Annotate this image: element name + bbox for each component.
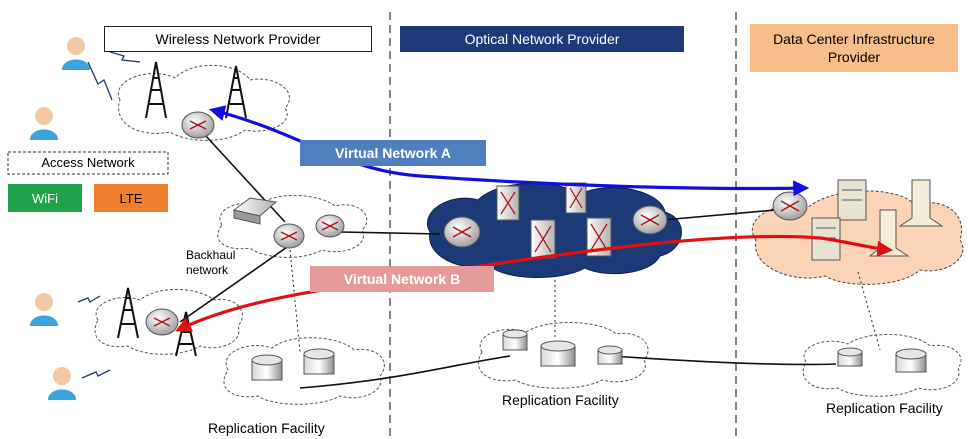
datacenter-provider-header: Data Center Infrastructure Provider <box>750 24 958 72</box>
datacenter-provider-header-line2: Provider <box>827 49 881 65</box>
router-arrows <box>153 120 800 327</box>
datacenter-provider-header-line1: Data Center Infrastructure <box>773 31 935 47</box>
access-network-title: Access Network <box>41 155 135 170</box>
replication-facility-label-right: Replication Facility <box>826 400 943 416</box>
virtual-network-b-path <box>175 234 894 332</box>
cell-tower-icon <box>117 61 247 357</box>
optical-provider-header: Optical Network Provider <box>400 26 684 52</box>
backhaul-network-label: Backhaul network <box>186 248 235 278</box>
switch-icon <box>232 197 278 225</box>
replication-facility-label-center: Replication Facility <box>502 392 619 408</box>
access-network-box <box>7 151 169 175</box>
wifi-badge: WiFi <box>8 184 82 212</box>
backhaul-label-line2: network <box>186 263 229 277</box>
virtual-network-a-label: Virtual Network A <box>300 140 486 166</box>
user-icon <box>30 37 90 400</box>
wireless-provider-header: Wireless Network Provider <box>104 26 372 52</box>
virtual-network-b-label: Virtual Network B <box>310 266 494 292</box>
lte-badge: LTE <box>94 184 168 212</box>
replication-cloud-right <box>802 334 962 397</box>
replication-facility-label-left: Replication Facility <box>208 420 325 436</box>
virtual-network-a-path <box>208 105 810 197</box>
backhaul-label-line1: Backhaul <box>186 248 236 262</box>
storage-disk-icon <box>251 329 927 381</box>
wireless-signal-links <box>77 51 141 379</box>
